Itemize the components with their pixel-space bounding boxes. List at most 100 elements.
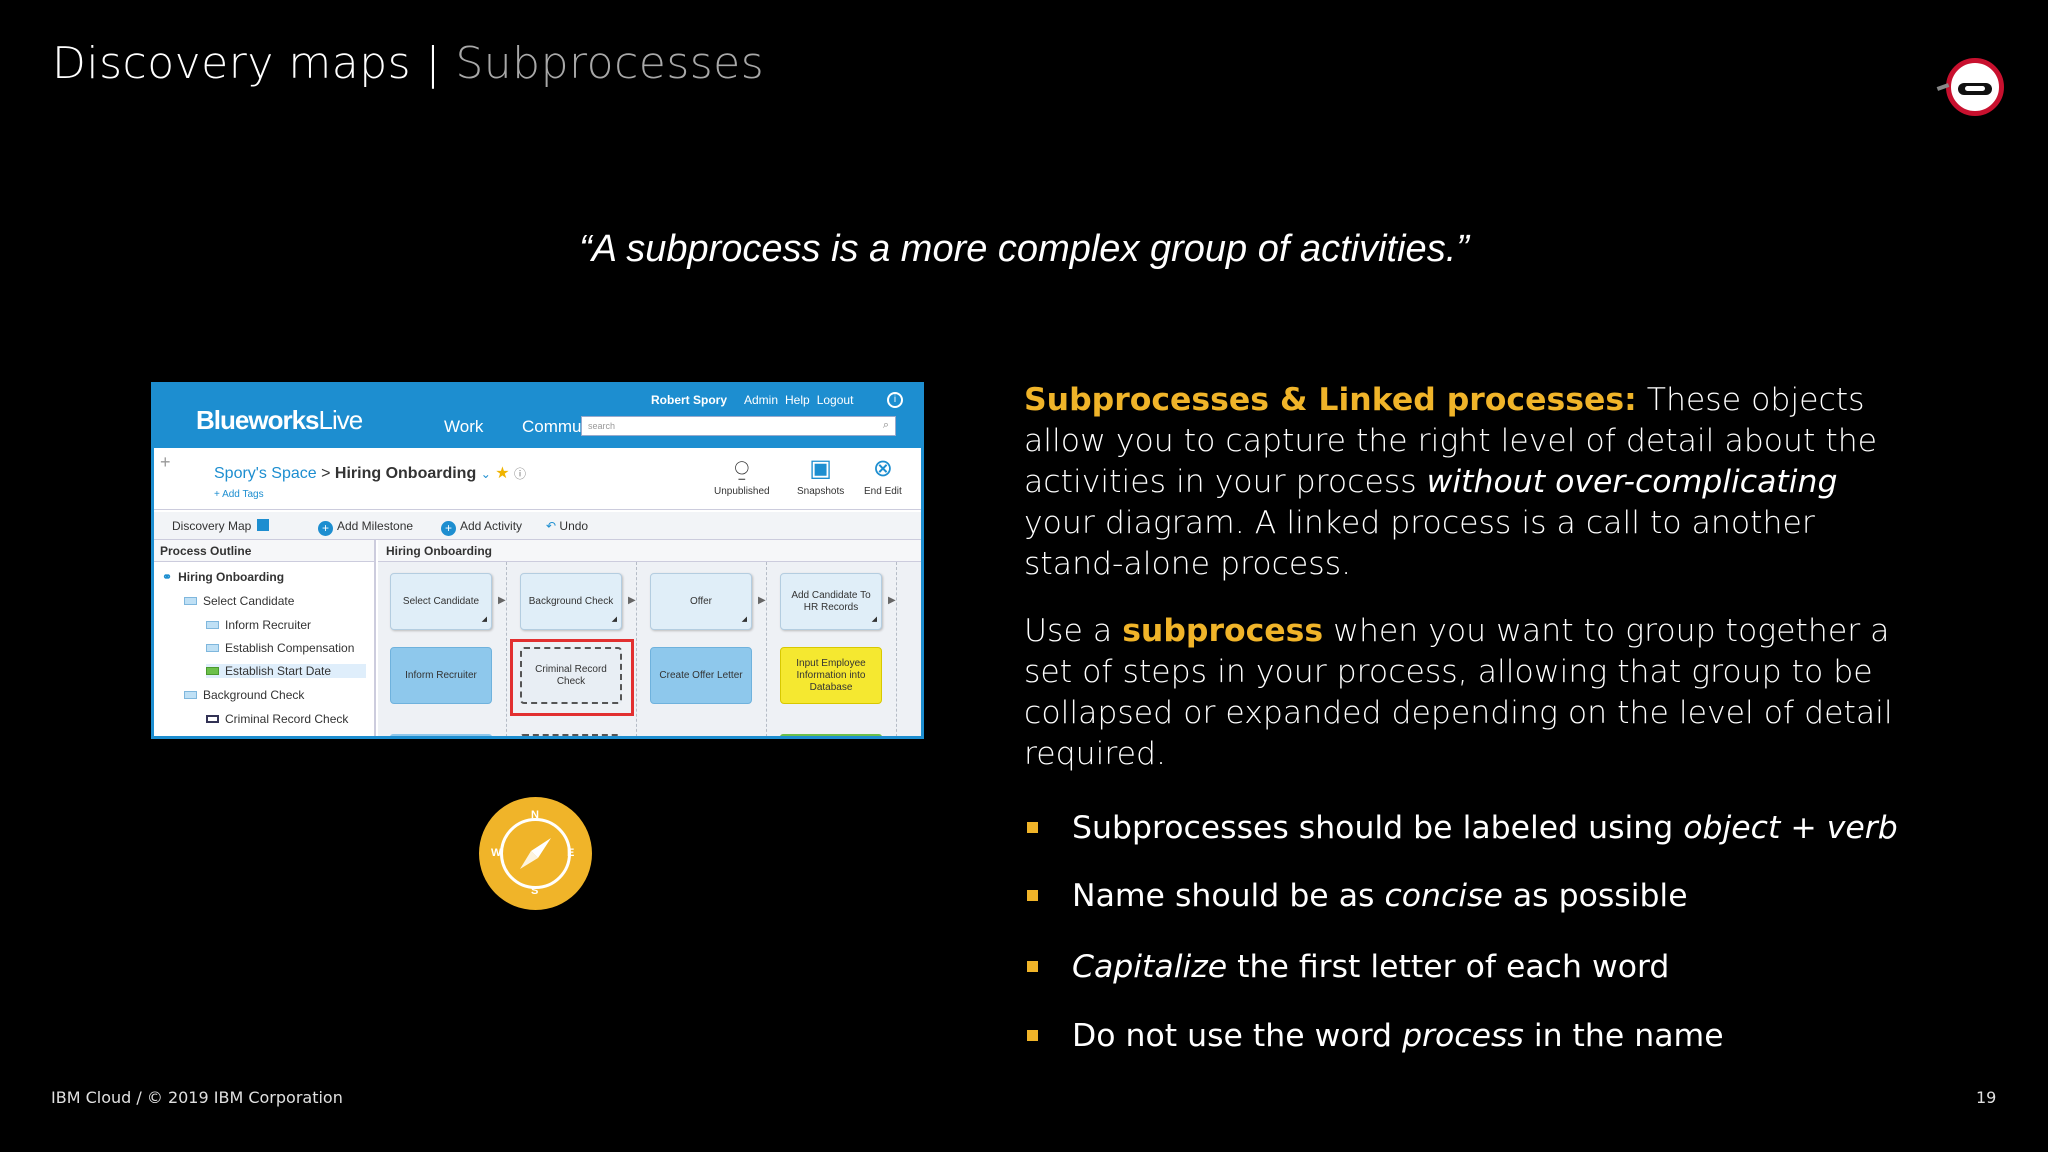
bullet-square-icon <box>1027 822 1038 833</box>
close-circle-icon: ⊗ <box>872 455 893 482</box>
corner-triangle-icon: ◢ <box>611 616 617 623</box>
bullet-text: Name should be as concise as possible <box>1072 878 1688 914</box>
milestone-icon <box>184 691 197 699</box>
milestone-card[interactable]: Select Candidate◢ <box>390 573 492 630</box>
unpublished-button[interactable]: ⍜Unpublished <box>714 456 770 498</box>
blueworks-header: BlueworksLive Work Commu Robert Spory Ad… <box>154 385 921 448</box>
compass-north: N <box>531 809 539 821</box>
view-selector[interactable]: Discovery Map <box>172 519 270 533</box>
info-icon[interactable]: i <box>887 392 903 408</box>
compass-needle-icon <box>520 838 551 869</box>
outline-header: Process Outline <box>154 540 374 562</box>
breadcrumb-separator: > <box>316 465 335 482</box>
add-tags-link[interactable]: + Add Tags <box>214 489 264 500</box>
help-link[interactable]: Help <box>785 393 810 407</box>
column-divider <box>766 562 767 736</box>
logout-link[interactable]: Logout <box>816 393 854 407</box>
bullet-text: Subprocesses should be labeled using obj… <box>1072 810 1898 846</box>
breadcrumb-space[interactable]: Spory's Space <box>214 465 317 482</box>
milestone-label: Background Check <box>528 595 614 607</box>
undo-button[interactable]: ↶ Undo <box>546 519 588 533</box>
discovery-map-canvas: Hiring Onboarding Select Candidate◢ Back… <box>378 540 921 736</box>
card-stub <box>520 734 622 736</box>
compass-icon: N E S W <box>479 797 592 910</box>
title-separator: | <box>411 38 456 89</box>
outline-item[interactable]: Inform Recruiter <box>206 618 311 632</box>
activity-label: Inform Recruiter <box>405 669 477 681</box>
bullet-square-icon <box>1027 961 1038 972</box>
body-text: Subprocesses & Linked processes: These o… <box>1024 380 1904 801</box>
add-milestone-label: Add Milestone <box>337 519 414 533</box>
milestone-label: Offer <box>689 595 713 607</box>
breadcrumb-bar: + Spory's Space > Hiring Onboarding ⌄ ★ … <box>154 448 921 510</box>
breadcrumb: Spory's Space > Hiring Onboarding ⌄ ★ ⓘ <box>214 463 526 483</box>
outline-item[interactable]: Establish Compensation <box>206 641 354 655</box>
milestone-card[interactable]: Background Check ◢ <box>520 573 622 630</box>
outline-item[interactable]: Criminal Record Check <box>206 712 348 726</box>
add-milestone-button[interactable]: + Add Milestone <box>318 519 413 536</box>
bullet-square-icon <box>1027 890 1038 901</box>
info-icon[interactable]: ⓘ <box>514 467 527 481</box>
milestone-label: Add Candidate To HR Records <box>791 589 871 613</box>
activity-card[interactable]: Inform Recruiter <box>390 647 492 704</box>
chevron-down-icon[interactable]: ⌄ <box>480 467 491 481</box>
blueworks-logo: BlueworksLive <box>196 405 363 436</box>
outline-item[interactable]: Establish Start Date <box>206 664 366 678</box>
plus-icon: + <box>441 521 456 536</box>
outline-item-label: Hiring Onboarding <box>178 570 285 584</box>
end-edit-button[interactable]: ⊗ End Edit <box>864 455 902 498</box>
ninja-logo-icon <box>1936 58 2004 116</box>
user-name[interactable]: Robert Spory <box>651 393 728 407</box>
subprocess-card[interactable]: Criminal Record Check <box>520 647 622 704</box>
blueworks-screenshot: BlueworksLive Work Commu Robert Spory Ad… <box>151 382 924 739</box>
corner-triangle-icon: ◢ <box>481 616 487 623</box>
activity-card[interactable]: Input Employee Information into Database <box>780 647 882 704</box>
tool-label: End Edit <box>864 486 902 497</box>
highlight-subprocesses-linked: Subprocesses & Linked processes: <box>1024 382 1637 418</box>
title-subtitle: Subprocesses <box>455 38 765 89</box>
outline-item[interactable]: ⚭Hiring Onboarding <box>162 570 284 584</box>
highlight-box <box>510 639 634 716</box>
outline-item-label: Establish Compensation <box>225 641 355 655</box>
column-divider <box>896 562 897 736</box>
arrow-right-icon: ▶ <box>498 595 506 606</box>
footer-copyright: IBM Cloud / © 2019 IBM Corporation <box>51 1088 343 1107</box>
card-stub <box>390 734 492 736</box>
search-icon: ⌕ <box>882 419 889 431</box>
outline-item-label: Background Check <box>203 688 305 702</box>
paragraph-linked-processes: Subprocesses & Linked processes: These o… <box>1024 380 1904 585</box>
milestone-card[interactable]: Add Candidate To HR Records◢ <box>780 573 882 630</box>
view-label: Discovery Map <box>172 519 252 533</box>
bullet-square-icon <box>1027 1030 1038 1041</box>
activity-label: Criminal Record Check <box>535 663 607 687</box>
tool-label: Unpublished <box>714 486 770 497</box>
activity-icon <box>206 644 219 652</box>
activity-card[interactable]: Create Offer Letter <box>650 647 752 704</box>
page-number: 19 <box>1976 1088 1997 1107</box>
milestone-card[interactable]: Offer◢ <box>650 573 752 630</box>
snapshots-button[interactable]: ▣Snapshots <box>797 456 844 498</box>
admin-link[interactable]: Admin <box>744 393 779 407</box>
outline-item[interactable]: Background Check <box>184 688 304 702</box>
p1-emphasis: without over-complicating <box>1426 464 1838 500</box>
outline-item-label: Establish Start Date <box>225 664 332 678</box>
add-activity-button[interactable]: +Add Activity <box>441 519 522 536</box>
corner-triangle-icon: ◢ <box>871 616 877 623</box>
star-icon[interactable]: ★ <box>495 465 510 482</box>
plus-icon: + <box>318 521 333 536</box>
slide-title: Discovery maps | Subprocesses <box>52 38 764 89</box>
breadcrumb-current: Hiring Onboarding <box>334 465 477 482</box>
compass-west: W <box>491 847 502 859</box>
nav-work[interactable]: Work <box>444 417 484 436</box>
arrow-right-icon: ▶ <box>628 595 636 606</box>
outline-item-label: Select Candidate <box>203 594 295 608</box>
outline-item[interactable]: Select Candidate <box>184 594 294 608</box>
arrow-right-icon: ▶ <box>758 595 766 606</box>
activity-icon <box>206 621 219 629</box>
highlight-subprocess: subprocess <box>1122 613 1324 649</box>
nav-community[interactable]: Commu <box>522 417 582 436</box>
expand-icon[interactable]: + <box>160 452 171 472</box>
activity-label: Create Offer Letter <box>659 669 743 681</box>
header-links: Admin Help Logout <box>744 393 860 407</box>
search-input[interactable]: search⌕ <box>581 416 896 436</box>
